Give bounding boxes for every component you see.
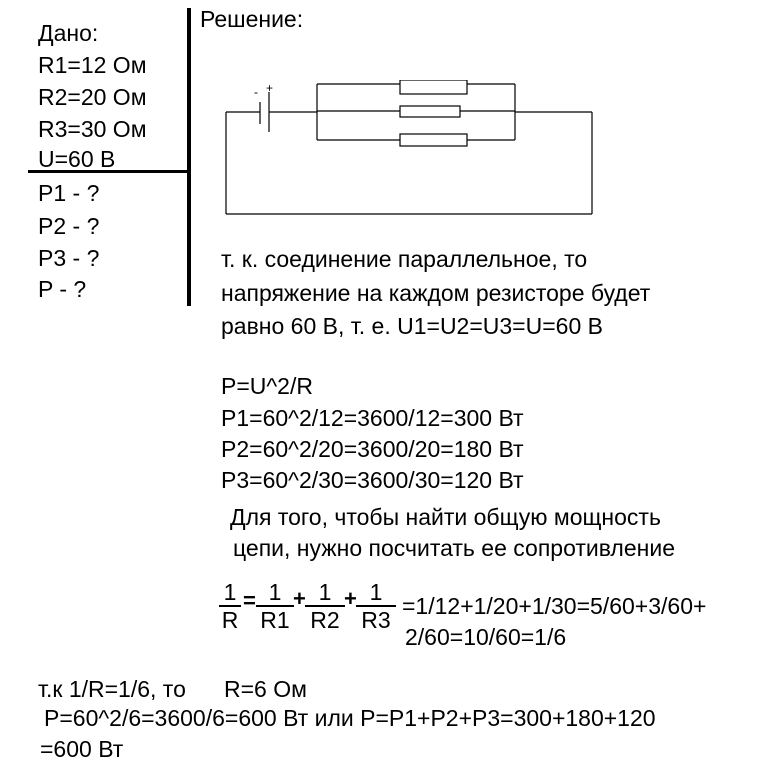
- fraction-1-over-r1: 1 R1: [256, 580, 294, 632]
- resistor-r1: [399, 80, 468, 95]
- solution-header: Решение:: [200, 6, 304, 32]
- p3-calculation: P3=60^2/30=3600/30=120 Вт: [221, 467, 524, 493]
- resistor-r2: [399, 105, 461, 118]
- p1-calculation: P1=60^2/12=3600/12=300 Вт: [221, 405, 524, 431]
- fraction-1-over-r2: 1 R2: [305, 580, 345, 632]
- final-line-2: =600 Вт: [40, 736, 124, 762]
- find-p: P - ?: [38, 276, 87, 302]
- fraction-1-over-r3: 1 R3: [356, 580, 396, 632]
- find-p2: P2 - ?: [38, 213, 100, 239]
- fraction-result-line-1: =1/12+1/20+1/30=5/60+3/60+: [402, 593, 707, 619]
- battery-minus-sign: -: [254, 85, 258, 99]
- given-r3: R3=30 Ом: [38, 116, 147, 142]
- explain-line-3: равно 60 В, т. е. U1=U2=U3=U=60 В: [221, 313, 603, 339]
- given-r1: R1=12 Ом: [38, 52, 147, 78]
- explain-line-2: напряжение на каждом резисторе будет: [221, 280, 651, 306]
- fraction-numerator: 1: [318, 579, 332, 605]
- find-p3: P3 - ?: [38, 245, 100, 271]
- fraction-numerator: 1: [223, 579, 237, 605]
- final-line-1: P=60^2/6=3600/6=600 Вт или P=P1+P2+P3=30…: [44, 705, 656, 731]
- fraction-numerator: 1: [369, 579, 383, 605]
- resistor-r3: [399, 133, 468, 147]
- find-p1: P1 - ?: [38, 180, 100, 206]
- equals-sign: =: [243, 588, 256, 613]
- fraction-result-line-2: 2/60=10/60=1/6: [405, 624, 567, 650]
- conclusion-part-1: т.к 1/R=1/6, то: [38, 676, 186, 702]
- plus-sign: +: [293, 586, 306, 611]
- given-divider: [28, 170, 191, 173]
- fraction-denominator: R2: [310, 607, 340, 633]
- fraction-numerator: 1: [268, 579, 282, 605]
- resistance-intro-2: цепи, нужно посчитать ее сопротивление: [233, 535, 675, 561]
- power-formula: P=U^2/R: [221, 373, 313, 399]
- resistance-intro-1: Для того, чтобы найти общую мощность: [230, 504, 661, 530]
- given-u: U=60 В: [38, 146, 116, 172]
- given-header: Дано:: [38, 20, 99, 46]
- p2-calculation: P2=60^2/20=3600/20=180 Вт: [221, 436, 524, 462]
- fraction-1-over-r: 1 R: [219, 580, 241, 632]
- given-r2: R2=20 Ом: [38, 84, 147, 110]
- fraction-denominator: R1: [260, 607, 290, 633]
- section-divider: [187, 8, 191, 306]
- battery-plus-sign: +: [266, 81, 273, 95]
- conclusion-part-2: R=6 Ом: [224, 676, 307, 702]
- circuit-diagram: - +: [225, 80, 593, 215]
- explain-line-1: т. к. соединение параллельное, то: [221, 246, 588, 272]
- plus-sign: +: [344, 586, 357, 611]
- fraction-denominator: R3: [361, 607, 391, 633]
- fraction-denominator: R: [221, 607, 239, 633]
